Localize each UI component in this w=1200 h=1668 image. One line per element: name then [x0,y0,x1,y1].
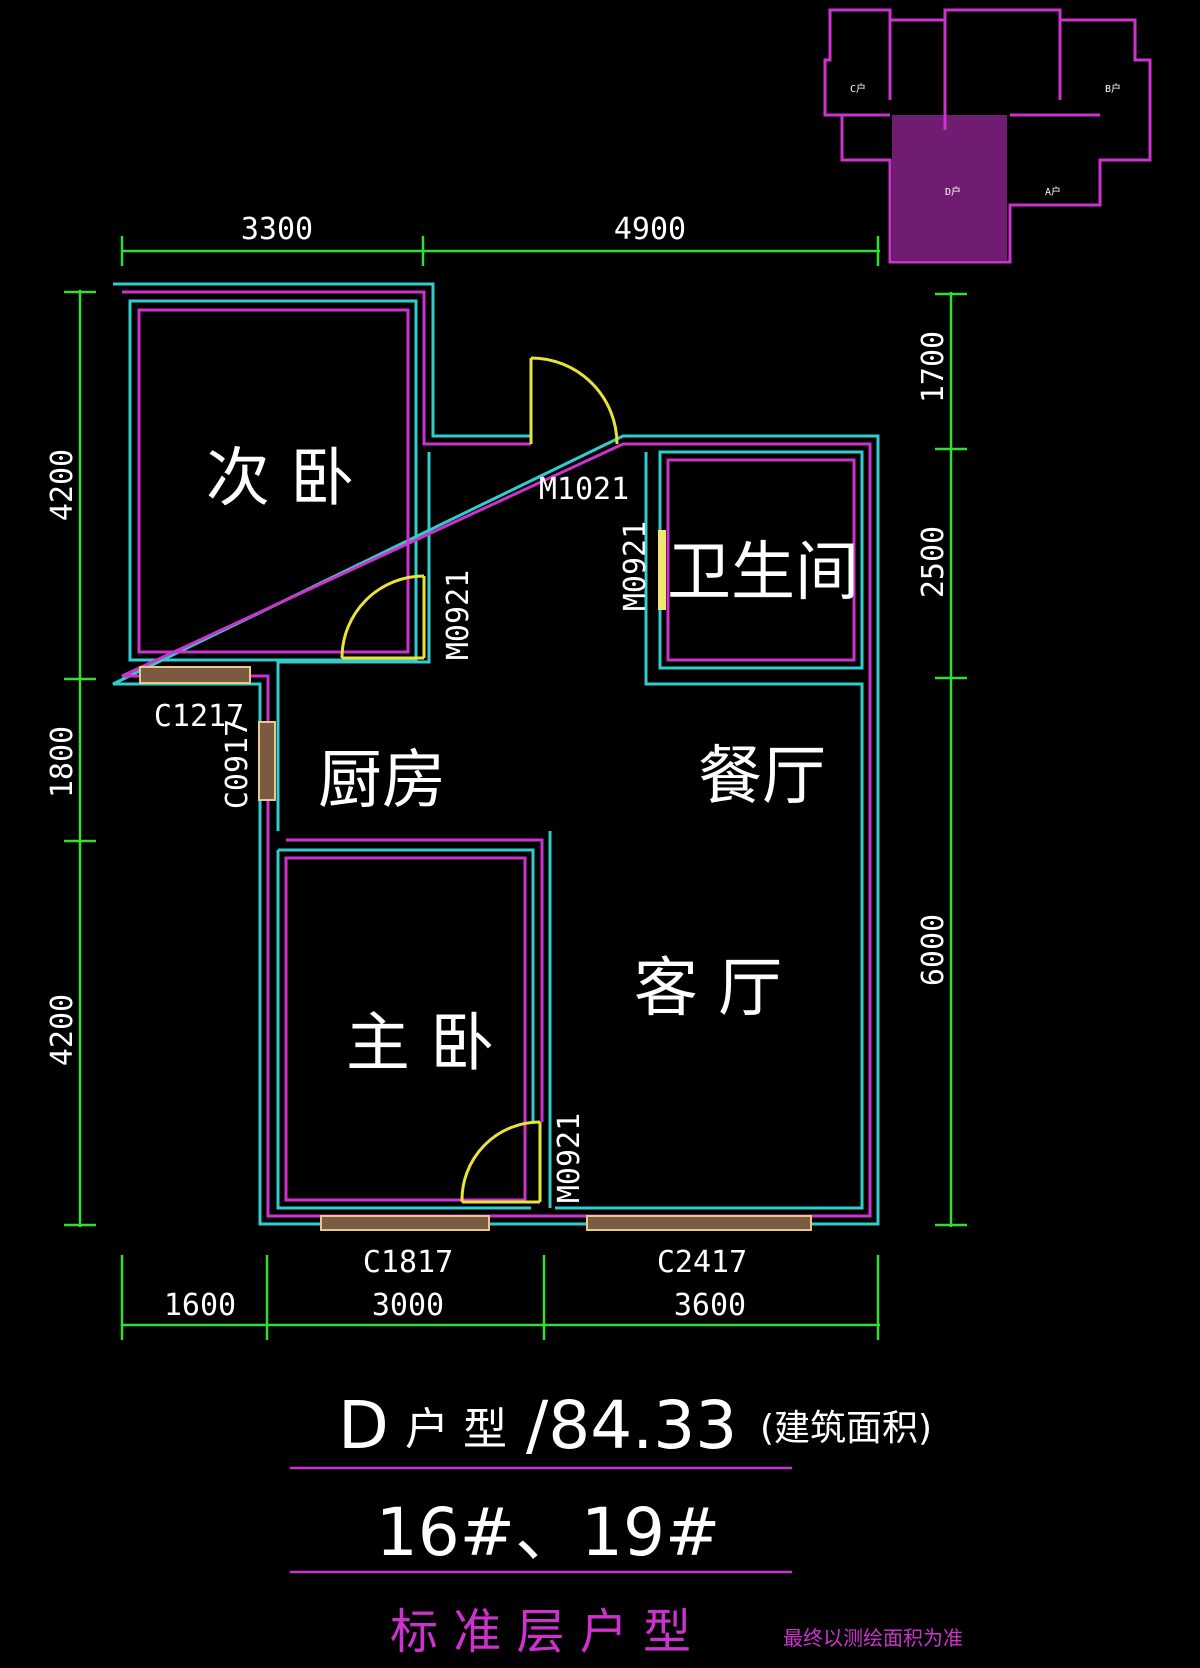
key-plan: C户 B户 D户 A户 [823,8,1152,264]
dim-bottom-3: 3600 [674,1288,746,1323]
label-master-door: M0921 [552,1113,587,1203]
dim-right-1: 1700 [916,331,951,403]
dim-top-2: 4900 [614,212,686,247]
label-window-master: C1817 [363,1245,453,1280]
room-kitchen: 厨房 [318,744,446,818]
title-buildings: 16#、19# [376,1494,721,1571]
room-second-bedroom: 次 卧 [206,442,354,516]
window-living [586,1215,812,1231]
label-window-second-bed: C1217 [154,699,244,734]
key-plan-label-c: C户 [850,82,866,95]
dim-right-2: 2500 [916,526,951,598]
title-block: D 户 型 /84.33 (建筑面积) 16#、19# [290,1387,932,1574]
windows [139,666,812,1231]
dim-bottom-1: 1600 [164,1288,236,1323]
second-bed-door [340,574,426,660]
bath-door [658,530,666,610]
title-unit-word: 户 型 [405,1404,507,1455]
window-master [320,1215,490,1231]
label-entry-door: M1021 [539,472,629,507]
doors [340,356,666,1204]
room-dining: 餐厅 [698,740,826,814]
window-kitchen [258,721,276,801]
title-unit-type: D [338,1387,389,1464]
room-master-bedroom: 主 卧 [346,1007,494,1081]
label-window-kitchen: C0917 [220,719,255,809]
footer-main: 标 准 层 户 型 [390,1604,691,1660]
label-second-bed-door: M0921 [441,570,476,660]
label-window-living: C2417 [657,1245,747,1280]
dim-left-1: 4200 [45,449,80,521]
room-living: 客 厅 [634,952,782,1026]
dim-left-3: 4200 [45,994,80,1066]
walls [112,282,880,1226]
room-bathroom: 卫生间 [667,536,859,610]
dimension-lines [64,236,967,1340]
dim-left-2: 1800 [45,726,80,798]
footer-note: 最终以测绘面积为准 [783,1626,963,1650]
key-plan-label-d: D户 [945,185,961,198]
entry-door [529,356,619,445]
dim-top-1: 3300 [241,212,313,247]
title-area: /84.33 [526,1387,737,1464]
key-plan-label-a: A户 [1045,185,1061,198]
dim-bottom-2: 3000 [372,1288,444,1323]
label-bath-door: M0921 [618,521,653,611]
window-second-bed [139,666,251,684]
key-plan-highlight [892,115,1007,260]
title-area-note: (建筑面积) [760,1408,932,1449]
dim-right-3: 6000 [916,914,951,986]
master-bed-door [460,1120,542,1204]
key-plan-label-b: B户 [1105,82,1121,95]
